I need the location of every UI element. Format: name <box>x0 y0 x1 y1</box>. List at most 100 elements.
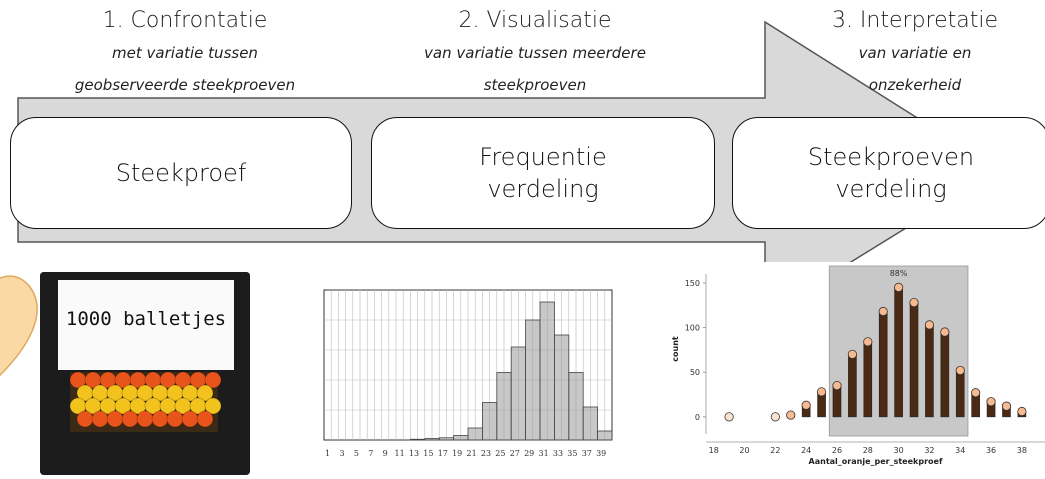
y-tick-label: 50 <box>690 368 700 377</box>
x-tick-label: 24 <box>801 446 811 455</box>
step-3-subtitle-line2: onzekerheid <box>868 76 962 94</box>
histogram-tick-label: 37 <box>582 449 592 458</box>
y-tick-label: 100 <box>685 324 700 333</box>
dot-top <box>878 306 888 317</box>
x-tick-label: 18 <box>709 446 719 455</box>
histogram-bar <box>438 437 454 441</box>
dot-top <box>847 349 857 359</box>
dot-top <box>786 410 796 420</box>
ball <box>106 410 124 428</box>
histogram-tick-label: 23 <box>481 449 491 458</box>
heart-shape-left <box>0 275 38 377</box>
histogram-tick-label: 3 <box>339 449 344 458</box>
histogram-bar <box>553 334 570 441</box>
histogram-bar <box>424 438 440 441</box>
dot-top <box>971 388 981 398</box>
dot-stack <box>955 370 965 418</box>
histogram-tick-label: 27 <box>510 449 520 458</box>
dot-top <box>770 412 780 422</box>
step-1-subtitle-line1: met variatie tussen <box>112 44 258 62</box>
x-tick-label: 28 <box>863 446 873 455</box>
histogram-bar <box>481 402 498 441</box>
x-tick-label: 34 <box>955 446 965 455</box>
histogram-bar <box>467 427 483 441</box>
histogram-tick-label: 5 <box>354 449 359 458</box>
jar-label <box>58 280 234 370</box>
dot-top <box>816 387 827 397</box>
y-axis-label: count <box>671 336 680 362</box>
histogram-tick-label: 7 <box>368 449 373 458</box>
jar-label-text: 1000 balletjes <box>65 308 227 330</box>
dot-top <box>909 297 919 308</box>
step-2-subtitle-line1: van variatie tussen meerdere <box>424 44 646 62</box>
y-tick-label: 150 <box>685 279 700 288</box>
dot-stack <box>909 302 919 418</box>
shaded-region-label: 88% <box>890 269 908 278</box>
histogram-tick-label: 21 <box>467 449 477 458</box>
x-tick-label: 38 <box>1017 446 1027 455</box>
dot-top <box>924 320 935 330</box>
ball <box>204 397 222 415</box>
histogram-tick-label: 11 <box>395 449 405 458</box>
ball <box>196 410 214 428</box>
histogram-tick-label: 29 <box>524 449 534 458</box>
stage-1-label-line1: Steekproef <box>115 159 247 187</box>
x-tick-label: 36 <box>986 446 996 455</box>
dot-top <box>863 337 873 347</box>
dot-stack <box>878 311 888 418</box>
ball <box>181 410 199 428</box>
histogram-bar <box>582 406 599 441</box>
stage-2-label-line2: verdeling <box>487 175 599 203</box>
histogram-tick-label: 19 <box>452 449 462 458</box>
dot-top <box>801 400 811 410</box>
histogram-bar <box>525 319 541 441</box>
histogram-bar <box>539 301 555 441</box>
histogram-tick-label: 25 <box>495 449 505 458</box>
histogram-bar <box>568 372 584 441</box>
stage-box-frequentieverdeling: Frequentie verdeling <box>371 117 715 229</box>
dot-top <box>986 397 996 407</box>
dot-stack <box>940 331 950 418</box>
ball <box>76 410 94 428</box>
stage-2-label-line1: Frequentie <box>479 143 607 171</box>
histogram-tick-label: 35 <box>567 449 577 458</box>
ball <box>196 384 214 402</box>
dot-stack <box>848 354 857 418</box>
x-tick-label: 20 <box>739 446 749 455</box>
ball <box>204 371 222 389</box>
step-3-title: 3. Interpretatie <box>831 8 999 33</box>
histogram-tick-label: 17 <box>438 449 448 458</box>
ball <box>91 410 109 428</box>
jar-photo: 1000 balletjes <box>40 272 250 475</box>
dot-top <box>832 381 842 391</box>
histogram-tick-label: 31 <box>539 449 549 458</box>
ball <box>121 410 139 428</box>
histogram-bar <box>597 430 613 441</box>
dot-top <box>940 327 950 337</box>
ball <box>166 410 184 428</box>
x-tick-label: 30 <box>894 446 904 455</box>
step-2-subtitle-line2: steekproeven <box>483 76 587 94</box>
histogram-bar <box>510 346 526 441</box>
stage-3-label-line2: verdeling <box>835 175 947 203</box>
x-tick-label: 22 <box>770 446 780 455</box>
balls-window <box>40 272 250 475</box>
ball <box>151 410 169 428</box>
dot-top <box>894 282 904 292</box>
dot-top <box>1017 406 1027 417</box>
histogram-tick-label: 1 <box>325 449 330 458</box>
dot-top <box>1001 401 1012 411</box>
step-1-title: 1. Confrontatie <box>102 8 268 33</box>
dot-top <box>724 412 734 422</box>
x-tick-label: 32 <box>924 446 934 455</box>
step-1-subtitle-line2: geobserveerde steekproeven <box>74 76 296 94</box>
histogram-tick-label: 33 <box>553 449 563 458</box>
stage-box-steekproevenverdeling: Steekproeven verdeling <box>732 117 1045 229</box>
step-3-subtitle-line1: van variatie en <box>858 44 972 62</box>
dot-stack <box>925 324 934 418</box>
histogram-tick-label: 39 <box>596 449 606 458</box>
x-tick-label: 26 <box>832 446 842 455</box>
histogram-bar <box>410 438 426 441</box>
